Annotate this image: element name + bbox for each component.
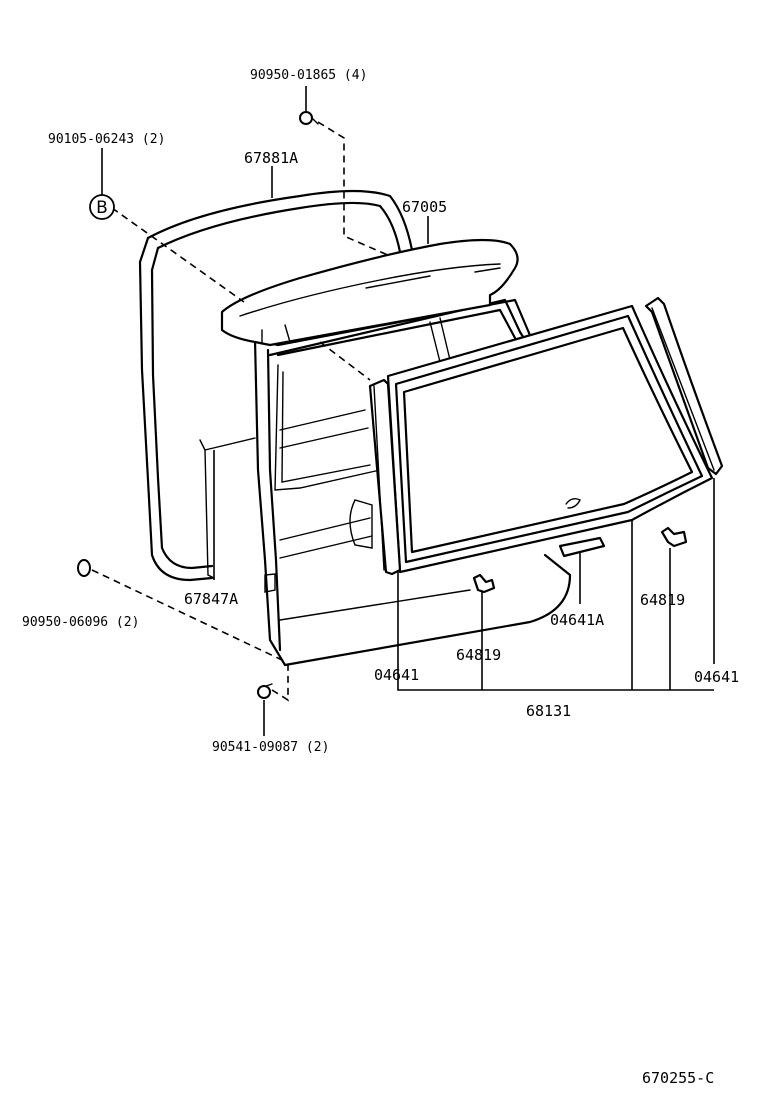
label-seal-right: 04641 <box>694 668 739 686</box>
label-spoiler: 67005 <box>402 198 447 216</box>
spacer-part <box>558 536 606 558</box>
spoiler-part <box>220 238 519 347</box>
b-marker: B <box>89 194 115 220</box>
label-clip-b: 90105-06243 (2) <box>48 132 165 147</box>
label-seal-left: 04641 <box>374 666 419 684</box>
label-screw-top: 90950-01865 (4) <box>250 68 367 83</box>
label-bolt-bottom: 90541-09087 (2) <box>212 740 329 755</box>
leader-lines <box>101 86 715 736</box>
label-stopper-right: 64819 <box>640 591 685 609</box>
label-weatherstrip: 67881A <box>244 149 298 167</box>
stopper-center-part <box>472 573 496 594</box>
stopper-right-part <box>660 526 688 548</box>
bolt-bottom-part <box>257 683 273 699</box>
rear-glass-part <box>386 304 714 574</box>
right-seal-part <box>644 296 724 476</box>
grommet-part <box>77 559 91 577</box>
label-stopper-center: 64819 <box>456 646 501 664</box>
weatherstrip-part <box>138 189 420 582</box>
diagram-code: 670255-C <box>642 1069 714 1087</box>
label-trim-lower: 67847A <box>184 590 238 608</box>
label-grommet: 90950-06096 (2) <box>22 615 139 630</box>
label-glass-assy: 68131 <box>526 702 571 720</box>
label-spacer: 04641A <box>550 611 604 629</box>
assembly-dashed-lines <box>91 121 391 702</box>
left-seal-part <box>368 378 402 576</box>
b-marker-label: B <box>96 198 108 218</box>
screw-top-part <box>299 111 319 125</box>
